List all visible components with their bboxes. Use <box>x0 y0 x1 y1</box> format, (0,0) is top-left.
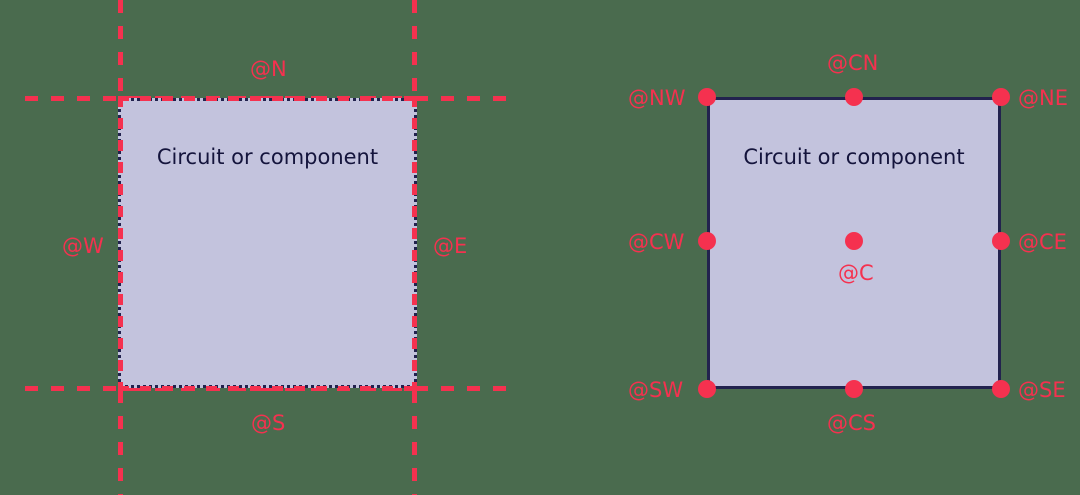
anchor-label-center-south: @CS <box>827 411 876 435</box>
anchor-label-north-west: @NW <box>628 86 686 110</box>
anchor-label-south: @S <box>251 411 286 435</box>
anchor-label-center-east: @CE <box>1018 230 1067 254</box>
anchor-label-north: @N <box>250 57 287 81</box>
anchor-label-south-east: @SE <box>1018 378 1066 402</box>
anchor-label-west: @W <box>62 234 104 258</box>
anchor-dot-center-east[interactable] <box>992 232 1010 250</box>
right-box-label: Circuit or component <box>743 145 965 169</box>
anchor-label-center-north: @CN <box>827 51 879 75</box>
left-box-edge-west <box>118 96 123 391</box>
anchor-dot-south-east[interactable] <box>992 380 1010 398</box>
left-box-edge-east <box>412 96 417 391</box>
anchor-dot-north-west[interactable] <box>698 88 716 106</box>
anchor-dot-center[interactable] <box>845 232 863 250</box>
anchor-dot-center-south[interactable] <box>845 380 863 398</box>
left-box-edge-north <box>118 96 417 101</box>
left-box-label: Circuit or component <box>156 145 379 169</box>
left-component-box: Circuit or component <box>118 98 417 388</box>
anchor-label-south-west: @SW <box>628 378 684 402</box>
left-box-edge-south <box>118 386 417 391</box>
anchor-dot-center-north[interactable] <box>845 88 863 106</box>
anchor-dot-north-east[interactable] <box>992 88 1010 106</box>
anchor-label-east: @E <box>433 234 468 258</box>
anchor-dot-center-west[interactable] <box>698 232 716 250</box>
anchor-label-center-west: @CW <box>628 230 685 254</box>
anchor-label-north-east: @NE <box>1018 86 1068 110</box>
anchor-label-center: @C <box>838 261 874 285</box>
anchor-dot-south-west[interactable] <box>698 380 716 398</box>
